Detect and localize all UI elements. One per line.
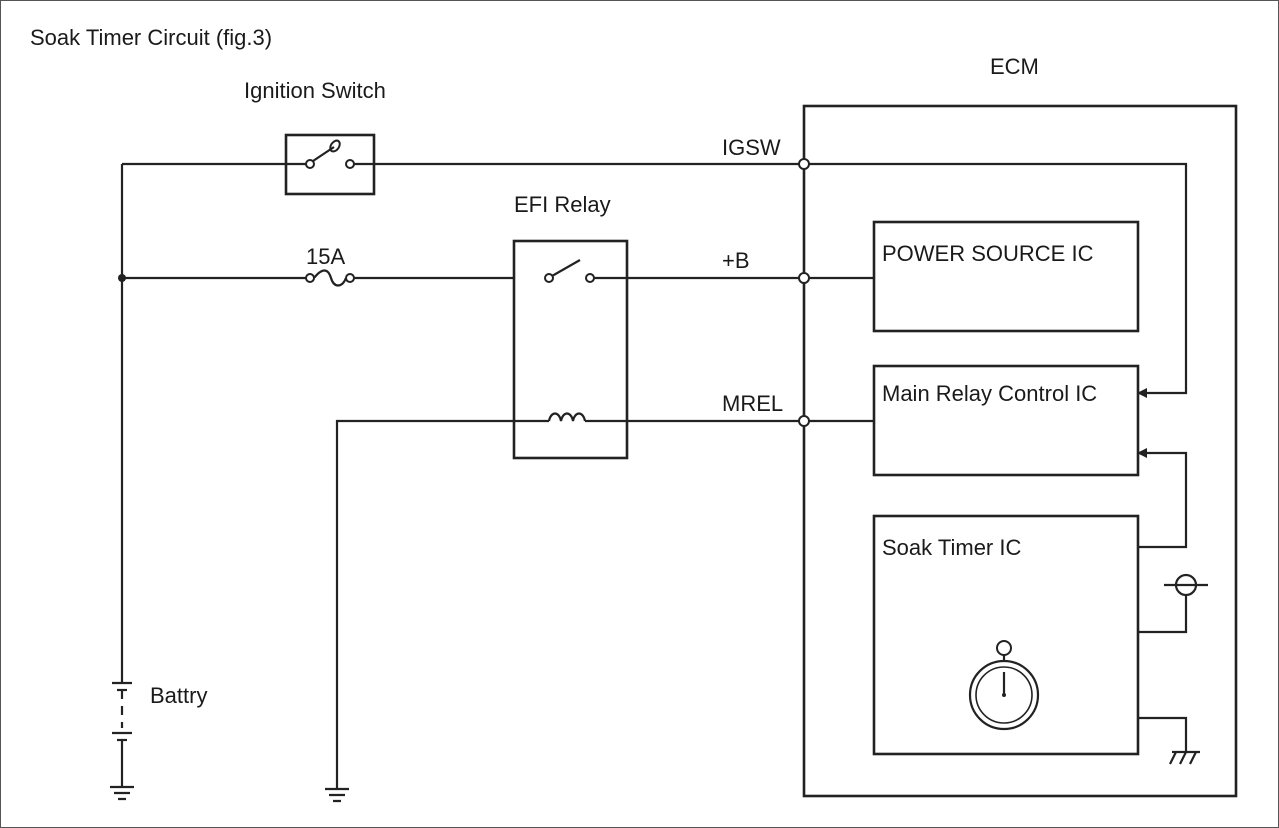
- battery-label: Battry: [150, 683, 207, 708]
- ignition-switch-label: Ignition Switch: [244, 78, 386, 103]
- main-relay-control-ic-label: Main Relay Control IC: [882, 381, 1097, 406]
- relay-coil-ground-wire: [335, 419, 549, 788]
- earth-ground-icon: [110, 785, 134, 801]
- mrel-terminal-label: MREL: [722, 391, 783, 416]
- mrel-terminal: [798, 415, 810, 427]
- earth-ground-icon: [325, 787, 349, 803]
- power-source-ic-label: POWER SOURCE IC: [882, 241, 1094, 266]
- efi-relay-box: [512, 239, 629, 460]
- soak-timer-signal-wire: [1137, 448, 1188, 549]
- soak-timer-ground-wire: [1138, 716, 1188, 752]
- fuse-label: 15A: [306, 244, 345, 269]
- ecm-label: ECM: [990, 54, 1039, 79]
- relay-switch-arm: [551, 259, 581, 277]
- ignition-key-icon: [329, 139, 341, 153]
- power-source-ic-box: [872, 220, 1140, 333]
- stopwatch-icon: [968, 640, 1040, 731]
- chassis-ground-icon: [1169, 750, 1200, 765]
- fuse-terminal: [345, 273, 355, 283]
- ignition-switch-contact: [305, 159, 315, 169]
- soak-timer-ic-label: Soak Timer IC: [882, 535, 1021, 560]
- relay-coil-icon: [547, 412, 587, 422]
- efi-relay-label: EFI Relay: [514, 192, 611, 217]
- relay-contact: [585, 273, 595, 283]
- ignition-switch-contact: [345, 159, 355, 169]
- igsw-signal-wire: [374, 162, 1188, 398]
- fuse-icon: [313, 269, 348, 287]
- soak-timer-supply-wire: [1138, 595, 1188, 634]
- igsw-terminal: [798, 158, 810, 170]
- plus-b-terminal-label: +B: [722, 248, 750, 273]
- main-relay-control-ic-box: [872, 364, 1140, 477]
- igsw-terminal-label: IGSW: [722, 135, 781, 160]
- relay-contact: [544, 273, 554, 283]
- battery-icon: [112, 681, 132, 786]
- fuse-terminal: [305, 273, 315, 283]
- plus-b-terminal: [798, 272, 810, 284]
- diagram-title: Soak Timer Circuit (fig.3): [30, 25, 272, 50]
